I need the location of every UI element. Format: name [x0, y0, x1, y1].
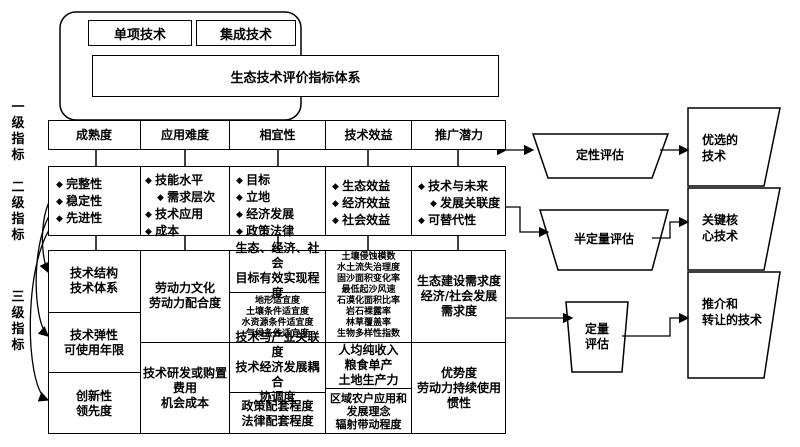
- tab-single-tech-label: 单项技术: [113, 27, 166, 43]
- level3-ecology-indicators: 土壤侵蚀模数 水土流失治理度 固沙面积变化率 最低起沙风速 石漠化面积比率 岩石…: [325, 250, 411, 342]
- level2-item: 完整性: [56, 176, 140, 193]
- eval-shape-qualitative: [531, 133, 670, 179]
- system-title: 生态技术评价指标体系: [230, 70, 361, 86]
- level2-item: 经济效益: [332, 195, 411, 212]
- level2-item: 经济发展: [236, 206, 325, 223]
- eval-semi-quantitative: 半定量评估: [573, 231, 634, 246]
- tab-integrated-tech: 集成技术: [196, 20, 296, 46]
- level2-item: 先进性: [56, 210, 140, 227]
- level3-advantage: 优势度 劳动力持续使用 惯性: [411, 342, 506, 434]
- tab-integrated-tech-label: 集成技术: [219, 27, 272, 43]
- level3-policy-support: 政策配套程度 法律配套程度: [229, 392, 325, 434]
- output-arrows: [622, 144, 690, 337]
- level1-potential: 推广潜力: [411, 120, 506, 150]
- level3-structure: 技术结构 技术体系: [69, 266, 118, 295]
- level2-potential: 技术与未来 发展关联度 可替代性: [411, 166, 506, 236]
- level2-item: 立地: [236, 189, 325, 206]
- level1-benefit: 技术效益: [325, 120, 411, 150]
- level2-item: 成本: [145, 223, 229, 240]
- level1-maturity: 成熟度: [75, 127, 112, 142]
- level3-innovation: 创新性 领先度: [48, 372, 140, 434]
- output-transfer-tech: 推介和 转让的技术: [702, 297, 763, 327]
- eval-arrows: [496, 144, 574, 324]
- level1-difficulty: 应用难度: [140, 120, 229, 150]
- level-3-label: 三级指标: [11, 290, 25, 353]
- level2-item: 技术应用: [145, 206, 229, 223]
- output-optimal-tech: 优选的 技术: [702, 133, 739, 163]
- level2-item: 社会效益: [332, 212, 411, 229]
- level3-goal-realization: 生态、经济、社会 目标有效实现程度: [229, 241, 325, 300]
- level3-cost: 技术研发或购置 费用 机会成本: [140, 342, 229, 434]
- tab-single-tech: 单项技术: [88, 20, 192, 46]
- level2-maturity: 完整性 稳定性 先进性: [56, 176, 140, 227]
- level2-item: 稳定性: [56, 193, 140, 210]
- level1-suitability: 相宜性: [229, 120, 325, 150]
- level2-item: 技术与未来: [418, 178, 506, 195]
- level2-item: 生态效益: [332, 178, 411, 195]
- eval-shape-quantitative: [565, 301, 629, 373]
- level2-item: 需求层次: [145, 189, 229, 206]
- level3-social-indicators: 区域农户应用和 发展理念 辐射带动程度: [325, 388, 411, 434]
- level2-item: 可替代性: [418, 212, 506, 229]
- system-title-box: 生态技术评价指标体系: [92, 55, 499, 97]
- level3-industry-coupling: 技术与产业关联度 技术经济发展耦合 协调度: [229, 330, 325, 404]
- output-shape-1: [687, 107, 781, 187]
- level-1-label: 一级指标: [11, 100, 25, 163]
- level3-economic-indicators: 人均纯收入 粮食单产 土地生产力: [325, 342, 411, 388]
- output-shape-3: [687, 271, 781, 379]
- level2-item: 目标: [236, 172, 325, 189]
- level3-demand: 生态建设需求度 经济/社会发展 需求度: [411, 250, 506, 342]
- level2-item: 发展关联度: [418, 195, 506, 212]
- level-2-label: 二级指标: [11, 180, 25, 243]
- eval-shape-semi: [538, 209, 669, 271]
- level2-benefit: 生态效益 经济效益 社会效益: [325, 166, 411, 236]
- level2-difficulty: 技能水平 需求层次 技术应用 成本: [140, 166, 229, 238]
- eval-qualitative: 定性评估: [575, 147, 624, 162]
- level2-item: 政策法律: [236, 223, 325, 240]
- level1-row: [48, 120, 506, 150]
- eval-quantitative: 定量 评估: [584, 322, 609, 351]
- level2-suitability: 目标 立地 经济发展 政策法律: [229, 166, 325, 238]
- level3-site-suitability: 地形适宜度 土壤条件适宜度 水资源条件适宜度 气候条件适宜度: [229, 292, 325, 342]
- level2-item: 技能水平: [145, 172, 229, 189]
- level3-labor: 劳动力文化 劳动力配合度: [140, 250, 229, 342]
- output-key-tech: 关键核 心技术: [702, 213, 739, 243]
- level3-elasticity: 技术弹性 可使用年限: [48, 312, 140, 372]
- output-shape-2: [687, 187, 781, 271]
